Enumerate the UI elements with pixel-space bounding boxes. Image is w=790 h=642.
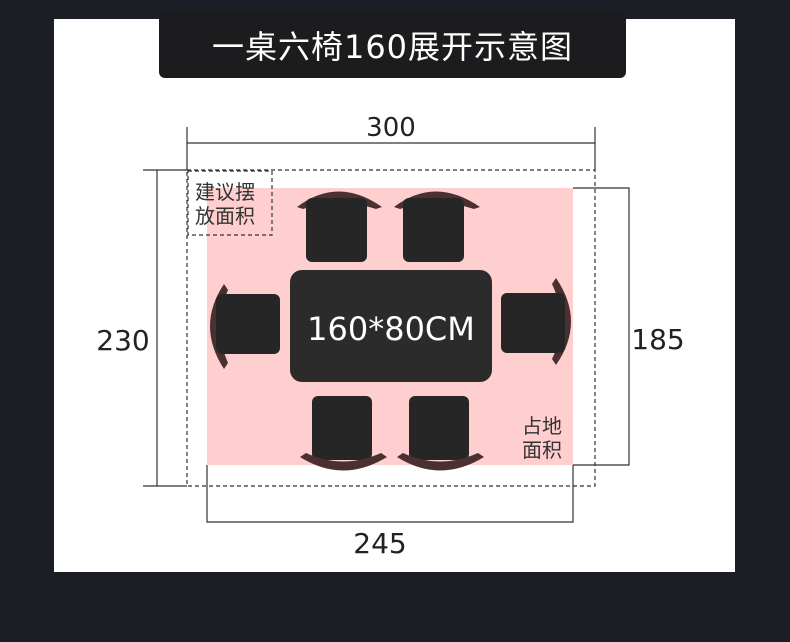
chair-right	[501, 278, 571, 365]
suggested-area-label-line2: 放面积	[195, 204, 255, 228]
dimension-top	[186, 127, 596, 170]
chair-top-left	[297, 191, 382, 262]
chair-top-right	[394, 191, 480, 262]
dining-table	[290, 270, 492, 382]
dimension-left	[143, 169, 187, 487]
occupied-area-label-line1: 占地	[522, 414, 562, 438]
chair-left	[210, 284, 280, 369]
suggested-area-label-line1: 建议摆	[195, 180, 255, 204]
dimension-left-label: 230	[96, 324, 149, 357]
dimension-bottom	[206, 465, 574, 523]
dimension-top-label: 300	[366, 113, 416, 143]
dimension-right-label: 185	[631, 323, 684, 356]
diagram-title: 一桌六椅160展开示意图	[159, 12, 626, 78]
table-size-label: 160*80CM	[307, 310, 475, 348]
suggested-area-outline	[186, 169, 596, 487]
dimension-bottom-label: 245	[353, 527, 406, 560]
suggested-area-label-box	[187, 170, 273, 236]
suggested-area-label: 建议摆 放面积	[195, 180, 255, 228]
occupied-area-label: 占地 面积	[522, 414, 562, 462]
dimension-right	[573, 187, 630, 466]
occupied-area-label-line2: 面积	[522, 438, 562, 462]
chair-bottom-left	[300, 396, 387, 471]
chair-bottom-right	[397, 396, 484, 471]
